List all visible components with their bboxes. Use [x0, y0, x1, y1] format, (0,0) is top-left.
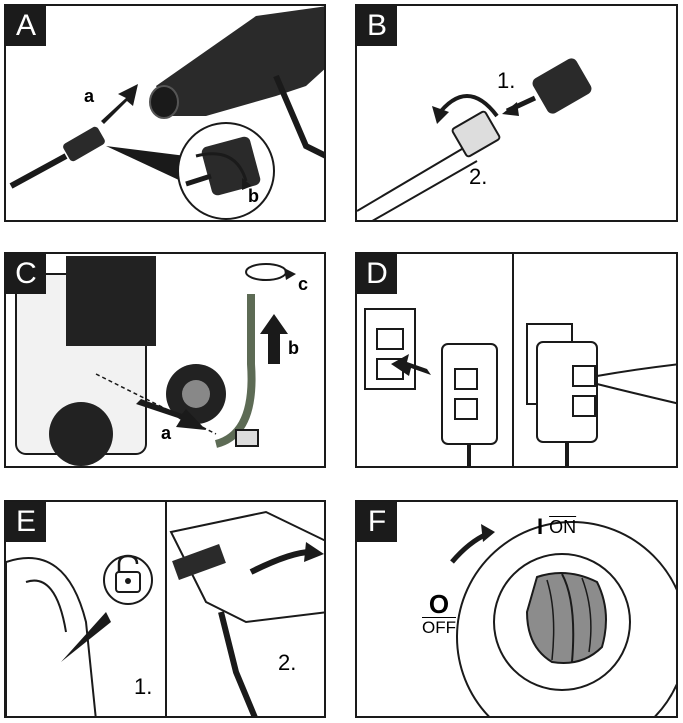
step-2-label: 2. — [278, 650, 296, 675]
panel-f-tag: F — [357, 502, 397, 542]
step-1-label: 1. — [497, 68, 515, 93]
rotate-arrow-icon — [284, 268, 296, 280]
panel-e: E 1. 2. — [4, 500, 326, 718]
lock-icon — [103, 554, 153, 605]
panel-c-illustration: a c b — [15, 256, 308, 466]
panel-d-tag: D — [357, 254, 397, 294]
panel-b-tag: B — [357, 6, 397, 46]
panel-c-tag: C — [6, 254, 46, 294]
step-1-label: 1. — [134, 674, 152, 699]
rotate-arrow-icon — [304, 542, 324, 562]
panel-a-tag: A — [6, 6, 46, 46]
panel-c: C a c b — [4, 252, 326, 468]
off-symbol: O — [428, 589, 450, 619]
power-knob[interactable] — [525, 572, 607, 664]
arrow-icon — [101, 84, 138, 124]
rotate-arrow-icon — [432, 94, 499, 124]
panel-e-tag: E — [6, 502, 46, 542]
arrow-icon — [242, 178, 252, 190]
off-text: OFF — [422, 618, 456, 637]
arrow-icon — [391, 354, 431, 376]
label-a: a — [84, 86, 95, 106]
rotate-arrow-icon — [450, 524, 495, 564]
step-2-label: 2. — [469, 164, 487, 189]
panel-d: D — [355, 252, 678, 468]
label-c: c — [298, 274, 308, 294]
arrow-icon — [502, 102, 519, 116]
panel-d-illustration — [364, 254, 676, 466]
panel-f-illustration — [450, 521, 676, 716]
on-symbol: I — [537, 514, 544, 539]
panel-b: B 1. 2. — [355, 4, 678, 222]
arrow-icon — [260, 314, 288, 364]
panel-b-illustration: 1. 2. — [357, 58, 592, 220]
panel-f: F I ON O OFF — [355, 500, 678, 718]
panel-a-illustration: a b — [9, 6, 324, 220]
on-text: ON — [549, 517, 577, 537]
arrow-icon — [136, 399, 206, 430]
on-position: I ON — [537, 516, 576, 538]
label-b: b — [288, 338, 299, 358]
panel-a: A a b — [4, 4, 326, 222]
label-a: a — [161, 423, 172, 443]
panel-e-illustration: 1. 2. — [6, 502, 324, 716]
label-b: b — [248, 186, 259, 206]
off-position: O OFF — [407, 590, 471, 638]
